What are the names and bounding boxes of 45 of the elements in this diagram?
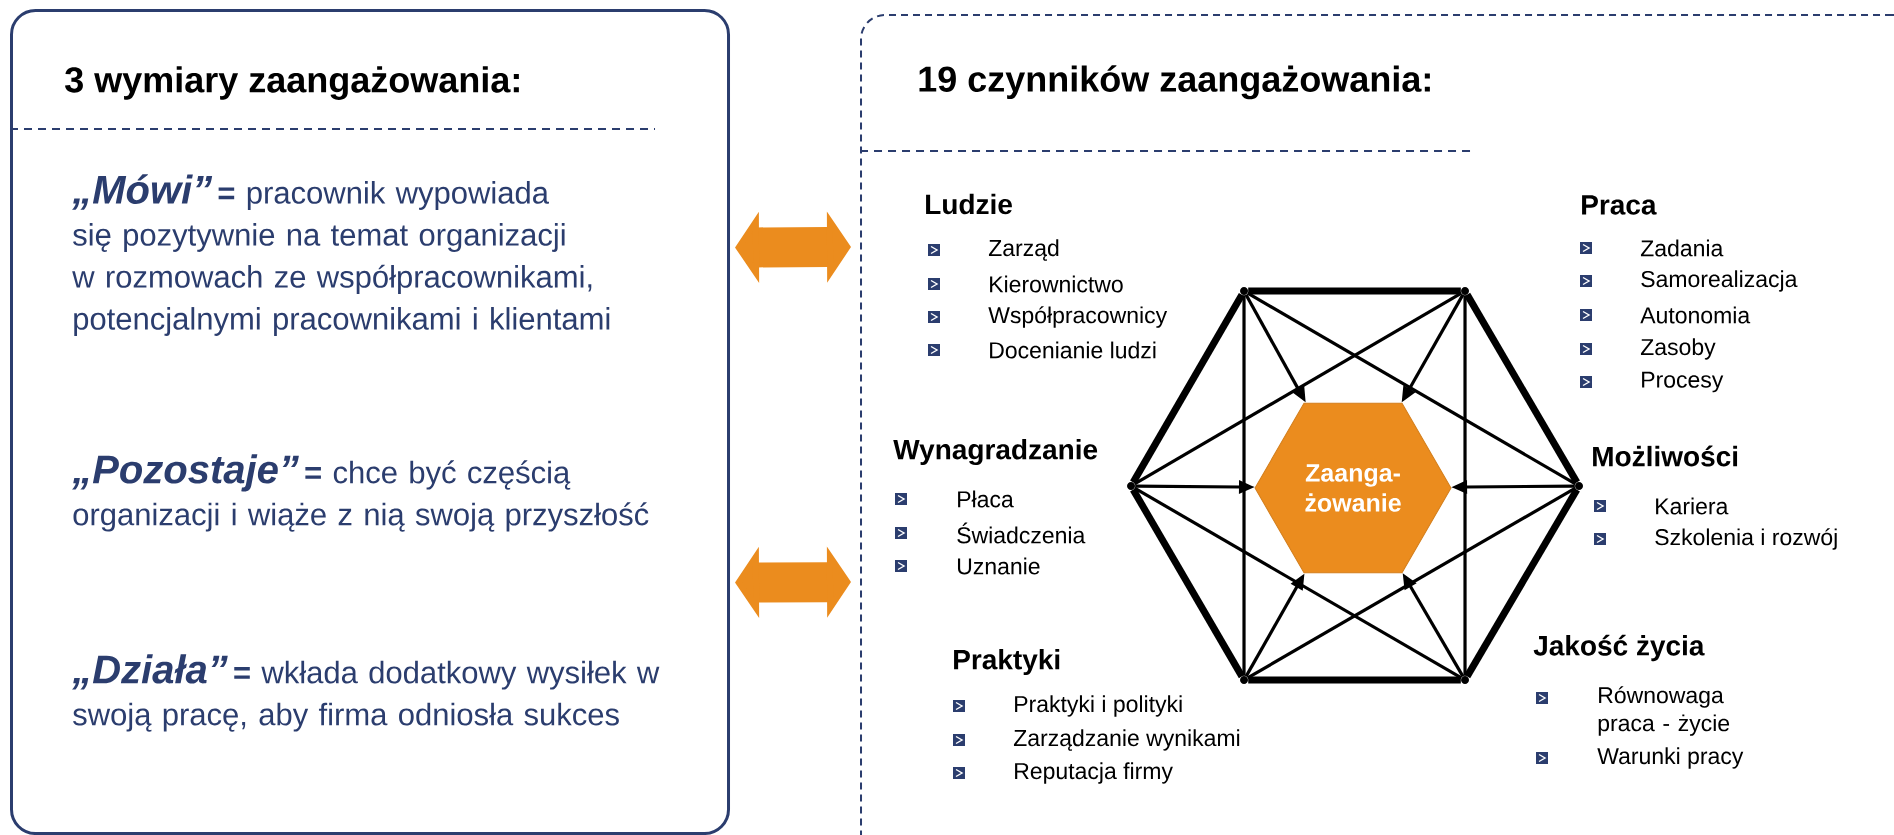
connector-line <box>1248 676 1461 684</box>
connector-line <box>1130 292 1245 485</box>
definition-text: „Mówi” = pracownik wypowiada się pozytywnie na temat organizacji w rozmowach ze współpracownikami, potencjalnymi pracownikami i klientami <box>72 174 610 336</box>
connector-line <box>1133 486 1463 680</box>
list-item: Zarządzanie wynikami <box>1013 729 1240 751</box>
connector-line <box>1464 487 1580 679</box>
panel-heading: 3 wymiary zaangażowania: <box>65 66 519 100</box>
category-heading: Praca <box>1582 195 1657 215</box>
list-item: Warunki pracy <box>1597 747 1744 769</box>
double-arrow <box>735 546 851 618</box>
definition-text: „Pozostaje” = chce być częścią organizacji i wiąże z nią swoją przyszłość <box>72 454 649 532</box>
list-item: Kierownictwo <box>990 275 1123 293</box>
list-item: Kariera <box>1656 497 1729 515</box>
definition-text: „Działa” = wkłada dodatkowy wysiłek w swoją pracę, aby firma odniosła sukces <box>72 654 660 732</box>
connector-line <box>1130 487 1245 679</box>
category-heading: Możliwości <box>1593 445 1738 467</box>
category-heading: Wynagradzanie <box>893 438 1098 466</box>
list-item: Współpracownicy <box>988 306 1168 328</box>
category-heading: Praktyki <box>954 648 1060 676</box>
list-item: Świadczenia <box>957 522 1086 544</box>
category-heading: Jakość życia <box>1533 634 1705 662</box>
connector-line <box>1463 295 1467 676</box>
list-item: Docenianie ludzi <box>990 341 1156 359</box>
category-heading: Ludzie <box>926 193 1012 215</box>
list-item: Praktyki i polityki <box>1015 695 1182 717</box>
double-arrow <box>735 211 851 283</box>
connector-line <box>1133 291 1463 486</box>
connector-line <box>1246 291 1577 486</box>
connector-line <box>1246 486 1577 680</box>
list-item: Zasoby <box>1640 338 1716 360</box>
list-item: Samorealizacja <box>1641 270 1798 292</box>
list-item: Procesy <box>1642 371 1724 393</box>
connector-line <box>1464 292 1580 485</box>
list-item: Równowaga praca - życie <box>1598 686 1730 736</box>
connector-line <box>1242 295 1246 676</box>
list-item: Autonomia <box>1640 306 1751 324</box>
panel-heading: 19 czynników zaangażowania: <box>919 65 1430 100</box>
list-item: Zarząd <box>988 239 1059 261</box>
list-item: Zadania <box>1640 239 1724 257</box>
list-item: Uznanie <box>958 557 1040 575</box>
center-hexagon: Zaanga- żowanie <box>1254 402 1452 574</box>
list-item: Szkolenia i rozwój <box>1655 528 1837 550</box>
connector-line <box>1248 287 1461 295</box>
list-item: Płaca <box>958 490 1014 508</box>
list-item: Reputacja firmy <box>1015 762 1173 784</box>
